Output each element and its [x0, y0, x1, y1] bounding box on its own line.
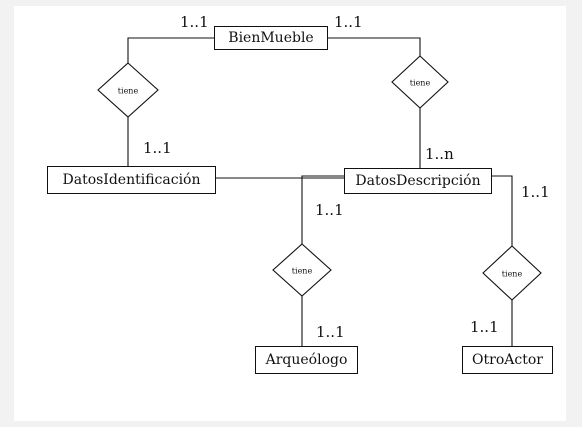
entity-otro-actor: OtroActor — [462, 346, 553, 374]
entity-arqueologo: Arqueólogo — [255, 346, 358, 374]
cardinality-descripcion-left-bottom: 1..1 — [315, 201, 344, 219]
entity-bien-mueble: BienMueble — [214, 26, 328, 50]
relationship-diamond-tiene-arqueologo — [272, 243, 332, 297]
cardinality-bien-right: 1..1 — [334, 13, 363, 31]
cardinality-descripcion-top: 1..n — [425, 145, 454, 163]
entity-datos-descripcion: DatosDescripción — [344, 168, 492, 194]
relationship-label-tiene-descripcion: tiene — [409, 78, 431, 88]
cardinality-descripcion-right: 1..1 — [521, 183, 550, 201]
connector-descripcion-to-tiene-otroactor — [492, 175, 513, 246]
relationship-label-tiene-otroactor: tiene — [501, 269, 523, 279]
cardinality-arqueologo-top: 1..1 — [316, 323, 345, 341]
cardinality-bien-left: 1..1 — [180, 13, 209, 31]
relationship-label-tiene-identificacion: tiene — [117, 86, 139, 96]
relationship-diamond-tiene-identificacion — [97, 62, 159, 118]
cardinality-otroactor-top: 1..1 — [470, 318, 499, 336]
entity-datos-identificacion: DatosIdentificación — [47, 166, 216, 194]
relationship-diamond-tiene-otroactor — [482, 245, 542, 301]
relationship-label-tiene-arqueologo: tiene — [291, 266, 313, 276]
connector-bien-to-tiene-left — [127, 37, 214, 63]
connector-descripcion-to-tiene-arqueologo — [301, 175, 344, 244]
connector-bien-to-tiene-right — [328, 37, 421, 56]
relationship-diamond-tiene-descripcion — [391, 55, 449, 109]
cardinality-identificacion-top: 1..1 — [143, 139, 172, 157]
